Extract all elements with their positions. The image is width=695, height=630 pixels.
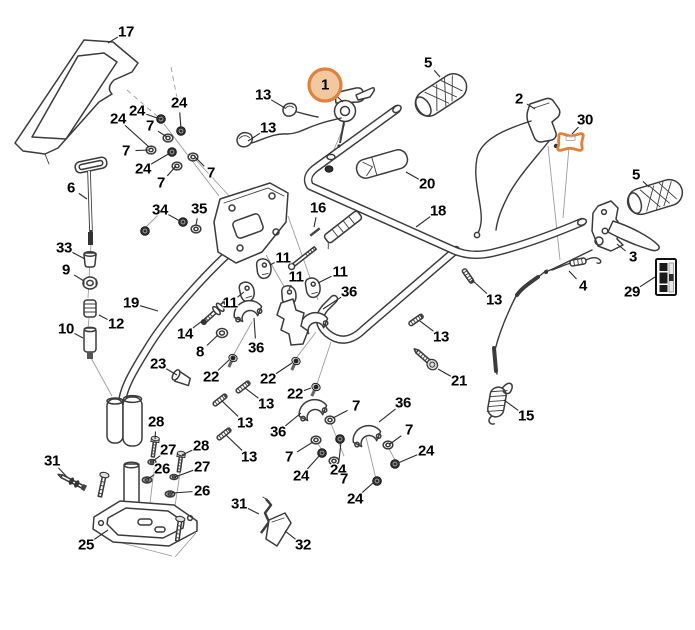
callout-7-11[interactable]: 7 (207, 164, 215, 182)
callout-24-65[interactable]: 24 (347, 490, 363, 508)
part-23-plug-drawing (171, 369, 191, 387)
part-31-retainer-pin-drawing (260, 496, 273, 534)
callout-22-44[interactable]: 22 (287, 385, 303, 403)
callout-24-63[interactable]: 24 (293, 467, 309, 485)
callout-14-36[interactable]: 14 (177, 325, 193, 343)
part-3-brake-lever-drawing (591, 200, 660, 252)
callout-27-53[interactable]: 27 (160, 441, 176, 459)
callout-6-15[interactable]: 6 (67, 179, 75, 197)
part-16-bolt-drawing (287, 227, 321, 271)
callout-28-54[interactable]: 28 (193, 437, 209, 455)
callout-7-57[interactable]: 7 (285, 448, 293, 466)
highlight-circle-1 (307, 67, 343, 103)
callout-13-45[interactable]: 13 (258, 395, 274, 413)
callout-26-59[interactable]: 26 (154, 460, 170, 478)
callout-17-0[interactable]: 17 (118, 23, 134, 41)
callout-19-31[interactable]: 19 (123, 294, 139, 312)
callout-22-42[interactable]: 22 (260, 370, 276, 388)
part-2-throttle-drawing (473, 97, 561, 239)
part-31-screw-drawing (57, 473, 88, 492)
callout-13-1[interactable]: 13 (255, 86, 271, 104)
part-18-upper-handlebar-drawing (303, 104, 588, 260)
callout-24-3[interactable]: 24 (171, 94, 187, 112)
callout-29-29[interactable]: 29 (624, 283, 640, 301)
callout-36-51[interactable]: 36 (270, 423, 286, 441)
callout-18-21[interactable]: 18 (430, 202, 446, 220)
callout-25-67[interactable]: 25 (78, 536, 94, 554)
callout-12-34[interactable]: 12 (108, 315, 124, 333)
callout-7-47[interactable]: 7 (352, 397, 360, 415)
callout-7-8[interactable]: 7 (122, 142, 130, 160)
callout-13-49[interactable]: 13 (237, 414, 253, 432)
callout-36-46[interactable]: 36 (395, 394, 411, 412)
callout-22-41[interactable]: 22 (203, 368, 219, 386)
part-6-t-handle-drawing (74, 156, 108, 245)
part-15-spring-drawing (486, 269, 548, 425)
callout-24-5[interactable]: 24 (110, 110, 126, 128)
callout-36-28[interactable]: 36 (341, 283, 357, 301)
callout-11-30[interactable]: 11 (222, 294, 238, 312)
latch-bracket-drawing (276, 298, 309, 346)
callout-8-38[interactable]: 8 (196, 343, 204, 361)
callout-24-55[interactable]: 24 (418, 442, 434, 460)
callout-21-43[interactable]: 21 (451, 372, 467, 390)
mounting-bracket-plate-drawing (213, 182, 289, 264)
callout-11-24[interactable]: 11 (275, 249, 291, 267)
part-13-clip-drawing (236, 102, 342, 148)
callout-24-4[interactable]: 24 (129, 102, 145, 120)
part-33-cap-drawing (83, 251, 97, 268)
callout-leader-lines (58, 36, 656, 541)
callout-31-66[interactable]: 31 (231, 495, 247, 513)
callout-5-20[interactable]: 5 (632, 166, 640, 184)
callout-11-26[interactable]: 11 (288, 268, 304, 286)
callout-13-39[interactable]: 13 (433, 328, 449, 346)
callout-27-60[interactable]: 27 (194, 458, 210, 476)
callout-11-25[interactable]: 11 (332, 263, 348, 281)
callout-36-37[interactable]: 36 (248, 339, 264, 357)
part-32-bracket-drawing (265, 512, 292, 547)
part-9-ring-drawing (82, 276, 98, 290)
callout-5-12[interactable]: 5 (424, 54, 432, 72)
callout-34-16[interactable]: 34 (152, 201, 168, 219)
part-10-spacer-drawing (83, 326, 97, 359)
callout-23-40[interactable]: 23 (150, 355, 166, 373)
part-20-grip-lever-drawing (323, 149, 409, 250)
callout-13-33[interactable]: 13 (486, 291, 502, 309)
callout-24-9[interactable]: 24 (135, 160, 151, 178)
callout-35-17[interactable]: 35 (191, 200, 207, 218)
part-17-cover-drawing (14, 39, 139, 165)
callout-7-6[interactable]: 7 (146, 117, 154, 135)
callout-3-27[interactable]: 3 (629, 248, 637, 266)
callout-2-13[interactable]: 2 (515, 90, 523, 108)
callout-7-62[interactable]: 7 (340, 470, 348, 488)
callout-9-23[interactable]: 9 (62, 261, 70, 279)
callout-24-61[interactable]: 24 (330, 461, 346, 479)
part-12-bushing-drawing (83, 299, 97, 318)
callout-20-19[interactable]: 20 (419, 175, 435, 193)
callout-7-52[interactable]: 7 (405, 421, 413, 439)
callout-7-10[interactable]: 7 (157, 174, 165, 192)
callout-1-2[interactable]: 1 (321, 76, 329, 94)
callout-15-48[interactable]: 15 (518, 407, 534, 425)
callout-13-7[interactable]: 13 (260, 119, 276, 137)
callout-26-64[interactable]: 26 (194, 482, 210, 500)
callout-10-35[interactable]: 10 (58, 320, 74, 338)
callout-4-32[interactable]: 4 (579, 277, 587, 295)
part-29-label-sticker-drawing (655, 258, 677, 296)
callout-13-56[interactable]: 13 (241, 448, 257, 466)
part-4-cable-drawing (544, 249, 602, 274)
part-1-switch-drawing (324, 87, 375, 173)
callout-31-58[interactable]: 31 (44, 452, 60, 470)
callout-16-18[interactable]: 16 (310, 199, 326, 217)
callout-28-50[interactable]: 28 (148, 413, 164, 431)
part-30-clip-drawing (556, 132, 585, 152)
part-21-bolt-drawing (413, 348, 439, 371)
part-25-base-plate-drawing (92, 461, 198, 547)
callout-33-22[interactable]: 33 (56, 239, 72, 257)
part-8-ring-drawing (215, 327, 229, 339)
callout-30-14[interactable]: 30 (577, 111, 593, 129)
callout-32-68[interactable]: 32 (295, 536, 311, 554)
